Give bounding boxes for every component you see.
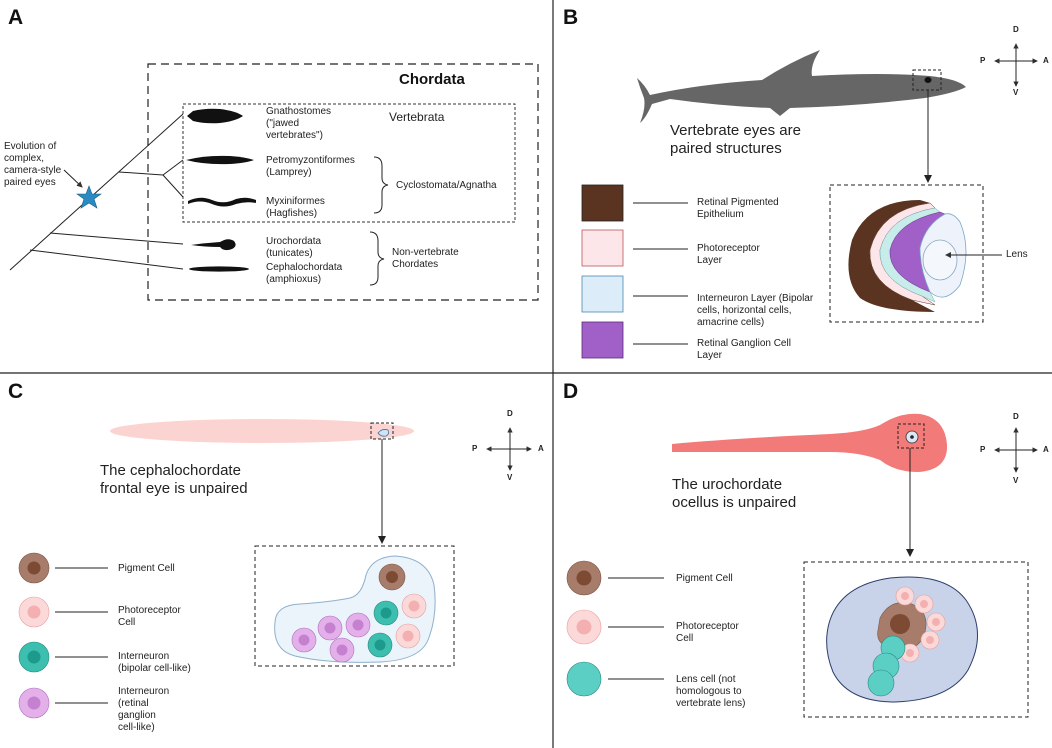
frontal-eye-zoom-box-large <box>254 545 455 667</box>
panel-d-caption: The urochordate ocellus is unpaired <box>672 476 797 511</box>
panel-label-d: D <box>563 380 579 403</box>
amphioxus-icon <box>189 266 249 272</box>
panel-label-c: C <box>8 380 24 403</box>
shark-eye-zoom-box <box>912 69 942 91</box>
vertebrata-label: Vertebrata <box>389 110 445 124</box>
panel-c-caption: The cephalochordate frontal eye is unpai… <box>100 462 248 497</box>
ocellus-cells <box>867 586 946 697</box>
taxon-cephalochordata: Cephalochordata (amphioxus) <box>266 262 343 285</box>
compass-b <box>994 43 1038 87</box>
axis-a-d: A <box>1043 445 1049 454</box>
frontal-eye-cells <box>291 563 427 663</box>
panel-label-b: B <box>563 6 579 29</box>
star-pointer-arrow <box>63 169 83 188</box>
legend-cell-photoreceptor <box>18 596 50 628</box>
legend-label-pigment-c: Pigment Cell <box>118 563 175 574</box>
chordata-box <box>147 63 539 301</box>
ocellus-zoom-box <box>897 423 925 449</box>
evolution-star-icon <box>76 185 102 209</box>
shark-silhouette <box>637 50 966 123</box>
legend-label-lens-d: Lens cell (not homologous to vertebrate … <box>676 674 746 709</box>
lens-label: Lens <box>1006 249 1028 260</box>
panel-d-graphics <box>566 413 1038 718</box>
axis-p-d: P <box>980 445 986 454</box>
legend-swatch-interneuron-layer <box>581 275 624 313</box>
legend-label-photoreceptor-c: Photoreceptor Cell <box>118 605 181 628</box>
legend-swatch-photoreceptor-layer <box>581 229 624 267</box>
legend-label-interneuron-bipolar-c: Interneuron (bipolar cell-like) <box>118 651 191 674</box>
taxon-hagfish: Myxiniformes (Hagfishes) <box>266 196 325 219</box>
panel-label-a: A <box>8 6 24 29</box>
legend-cell-pigment <box>18 552 50 584</box>
legend-label-interneuron-ganglion-c: Interneuron (retinal ganglion cell-like) <box>118 686 170 733</box>
tunicate-larva-body <box>672 413 948 472</box>
compass-d <box>994 427 1038 473</box>
lamprey-icon <box>186 155 254 165</box>
cyclostomata-label: Cyclostomata/Agnatha <box>396 180 497 191</box>
amphioxus-body <box>110 419 414 443</box>
cyclostomata-brace <box>373 156 389 214</box>
vertebrate-eye-diagram <box>848 200 967 312</box>
legend-label-photoreceptor-layer: Photoreceptor Layer <box>697 243 760 266</box>
legend-cell-photoreceptor-d <box>566 609 602 645</box>
legend-cell-pigment-d <box>566 560 602 596</box>
axis-v-b: V <box>1013 88 1019 97</box>
taxon-lamprey: Petromyzontiformes (Lamprey) <box>266 155 355 178</box>
frontal-eye <box>377 429 390 437</box>
tunicate-larva-icon <box>191 239 236 251</box>
legend-cell-lens-d <box>566 661 602 697</box>
panel-b-graphics <box>581 43 1038 359</box>
axis-v-c: V <box>507 473 513 482</box>
chordata-title: Chordata <box>399 71 465 88</box>
frontal-eye-zoom-box <box>370 422 394 440</box>
retina-zoom-box <box>829 184 984 323</box>
axis-p-b: P <box>980 56 986 65</box>
hagfish-icon <box>188 197 256 207</box>
legend-label-ganglion-layer: Retinal Ganglion Cell Layer <box>697 338 791 361</box>
axis-v-d: V <box>1013 476 1019 485</box>
axis-a-b: A <box>1043 56 1049 65</box>
shark-eye <box>924 77 932 83</box>
axis-d-b: D <box>1013 25 1019 34</box>
compass-c <box>486 427 532 471</box>
axis-a-c: A <box>538 444 544 453</box>
taxon-gnathostomes: Gnathostomes ("jawed vertebrates") <box>266 106 332 141</box>
legend-cell-interneuron-bipolar <box>18 641 50 673</box>
vertebrata-box <box>182 103 516 223</box>
cladogram <box>9 113 184 271</box>
legend-swatch-rpe <box>581 184 624 222</box>
evolution-note: Evolution of complex, camera-style paire… <box>4 141 62 188</box>
panel-a-graphics <box>9 63 539 301</box>
legend-label-interneuron-layer: Interneuron Layer (Bipolar cells, horizo… <box>697 293 814 328</box>
legend-swatch-ganglion-layer <box>581 321 624 359</box>
nonvertebrate-brace <box>369 231 385 286</box>
legend-label-pigment-d: Pigment Cell <box>676 573 733 584</box>
taxon-urochordata: Urochordata (tunicates) <box>266 236 322 259</box>
gnathostome-fish-icon <box>187 108 243 124</box>
legend-label-rpe: Retinal Pigmented Epithelium <box>697 197 779 220</box>
nonvertebrate-label: Non-vertebrate Chordates <box>392 247 459 270</box>
ocellus-zoom-box-large <box>803 561 1029 718</box>
panel-c-graphics <box>18 419 532 719</box>
panel-b-caption: Vertebrate eyes are paired structures <box>670 122 801 157</box>
axis-d-d: D <box>1013 412 1019 421</box>
legend-cell-interneuron-ganglion <box>18 687 50 719</box>
axis-d-c: D <box>507 409 513 418</box>
axis-p-c: P <box>472 444 478 453</box>
legend-label-photoreceptor-d: Photoreceptor Cell <box>676 621 739 644</box>
